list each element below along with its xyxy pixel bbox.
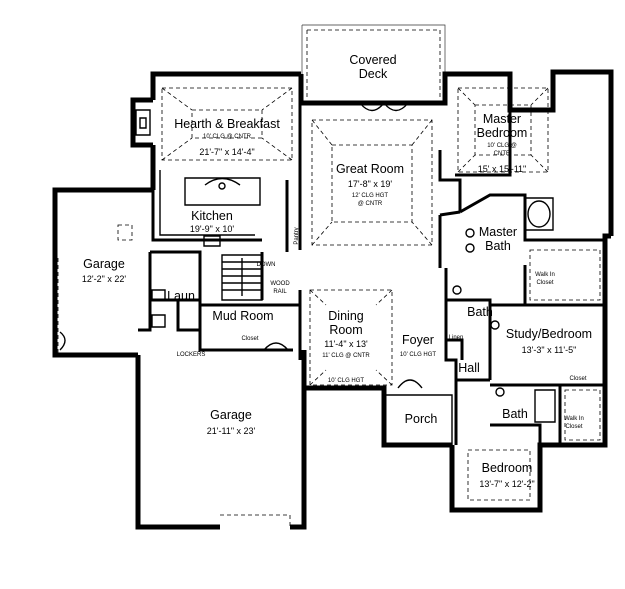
room-great-room: Great Room 17'-8" x 19' 12' CLG HGT @ CN… bbox=[336, 162, 404, 207]
exterior-walls bbox=[52, 24, 614, 530]
room-labels: Covered Deck Hearth & Breakfast 10' CLG … bbox=[82, 53, 592, 489]
size-garage-main: 21'-11" x 23' bbox=[207, 426, 256, 436]
label-laundry: Laun bbox=[167, 289, 195, 303]
note-foyer: 10' CLG HGT bbox=[400, 352, 436, 358]
room-master-bath: Master Bath bbox=[479, 225, 517, 253]
label-closet-study: Closet bbox=[569, 376, 586, 382]
note-great-room-2: @ CNTR bbox=[358, 201, 383, 207]
note-dining-2: 10' CLG HGT bbox=[328, 378, 364, 384]
note-master-bedroom-2: CNTR bbox=[494, 151, 511, 157]
room-covered-deck: Covered Deck bbox=[349, 53, 396, 81]
note-hearth-breakfast: 10' CLG @ CNTR bbox=[203, 134, 252, 140]
size-bedroom: 13'-7" x 12'-2" bbox=[479, 479, 534, 489]
label-wood-rail-1: WOOD bbox=[270, 281, 290, 287]
label-lockers: LOCKERS bbox=[177, 352, 206, 358]
label-master-bath-1: Master bbox=[479, 225, 517, 239]
label-walk-in-closet-bed-2: Closet bbox=[565, 424, 582, 430]
label-walk-in-closet-master-1: Walk In bbox=[535, 272, 555, 278]
room-dining-room: Dining Room 11'-4" x 13' 11' CLG @ CNTR … bbox=[322, 309, 370, 384]
label-master-bedroom-1: Master bbox=[483, 112, 521, 126]
label-dining-2: Room bbox=[329, 323, 362, 337]
label-great-room: Great Room bbox=[336, 162, 404, 176]
label-covered-deck-2: Deck bbox=[359, 67, 388, 81]
label-garage-main: Garage bbox=[210, 408, 252, 422]
size-study-bedroom: 13'-3" x 11'-5" bbox=[522, 345, 577, 355]
label-walk-in-closet-bed-1: Walk In bbox=[564, 416, 584, 422]
room-bedroom: Bedroom 13'-7" x 12'-2" bbox=[479, 461, 534, 489]
note-great-room-1: 12' CLG HGT bbox=[352, 193, 388, 199]
label-kitchen: Kitchen bbox=[191, 209, 233, 223]
label-bedroom: Bedroom bbox=[482, 461, 533, 475]
label-porch: Porch bbox=[405, 412, 438, 426]
size-great-room: 17'-8" x 19' bbox=[348, 179, 392, 189]
note-dining: 11' CLG @ CNTR bbox=[322, 353, 370, 359]
label-master-bedroom-2: Bedroom bbox=[477, 126, 528, 140]
label-bath-1: Bath bbox=[467, 305, 493, 319]
label-study-bedroom: Study/Bedroom bbox=[506, 327, 592, 341]
label-hall: Hall bbox=[458, 361, 480, 375]
room-walk-in-closet-bed: Walk In Closet bbox=[564, 416, 584, 430]
size-master-bedroom: 15' x 15'-11" bbox=[478, 164, 527, 174]
room-walk-in-closet-master: Walk In Closet bbox=[535, 272, 555, 286]
label-master-bath-2: Bath bbox=[485, 239, 511, 253]
room-kitchen: Kitchen 19'-9" x 10' bbox=[190, 209, 234, 234]
label-covered-deck-1: Covered bbox=[349, 53, 396, 67]
label-dining-1: Dining bbox=[328, 309, 363, 323]
size-dining: 11'-4" x 13' bbox=[324, 339, 368, 349]
room-hearth-breakfast: Hearth & Breakfast 10' CLG @ CNTR 21'-7"… bbox=[174, 117, 280, 157]
note-master-bedroom-1: 10' CLG @ bbox=[487, 143, 517, 149]
label-foyer: Foyer bbox=[402, 333, 434, 347]
interior-walls bbox=[138, 100, 605, 445]
size-garage-small: 12'-2" x 22' bbox=[82, 274, 126, 284]
room-garage-small: Garage 12'-2" x 22' bbox=[82, 257, 126, 284]
size-kitchen: 19'-9" x 10' bbox=[190, 224, 234, 234]
label-bath-2: Bath bbox=[502, 407, 528, 421]
label-linen: Linen bbox=[449, 335, 464, 341]
label-hearth-breakfast: Hearth & Breakfast bbox=[174, 117, 280, 131]
label-walk-in-closet-master-2: Closet bbox=[536, 280, 553, 286]
room-master-bedroom: Master Bedroom 10' CLG @ CNTR 15' x 15'-… bbox=[477, 112, 528, 174]
label-garage-small: Garage bbox=[83, 257, 125, 271]
room-study-bedroom: Study/Bedroom 13'-3" x 11'-5" bbox=[506, 327, 592, 355]
label-closet-mud: Closet bbox=[241, 336, 258, 342]
label-wood-rail-2: RAIL bbox=[273, 289, 287, 295]
label-pantry: Pantry bbox=[294, 227, 300, 244]
fixtures bbox=[57, 87, 601, 527]
size-hearth-breakfast: 21'-7" x 14'-4" bbox=[199, 147, 254, 157]
label-stair-down: DOWN bbox=[257, 262, 276, 268]
room-foyer: Foyer 10' CLG HGT bbox=[400, 333, 436, 358]
label-mud-room: Mud Room bbox=[212, 309, 273, 323]
room-garage-main: Garage 21'-11" x 23' bbox=[207, 408, 256, 436]
